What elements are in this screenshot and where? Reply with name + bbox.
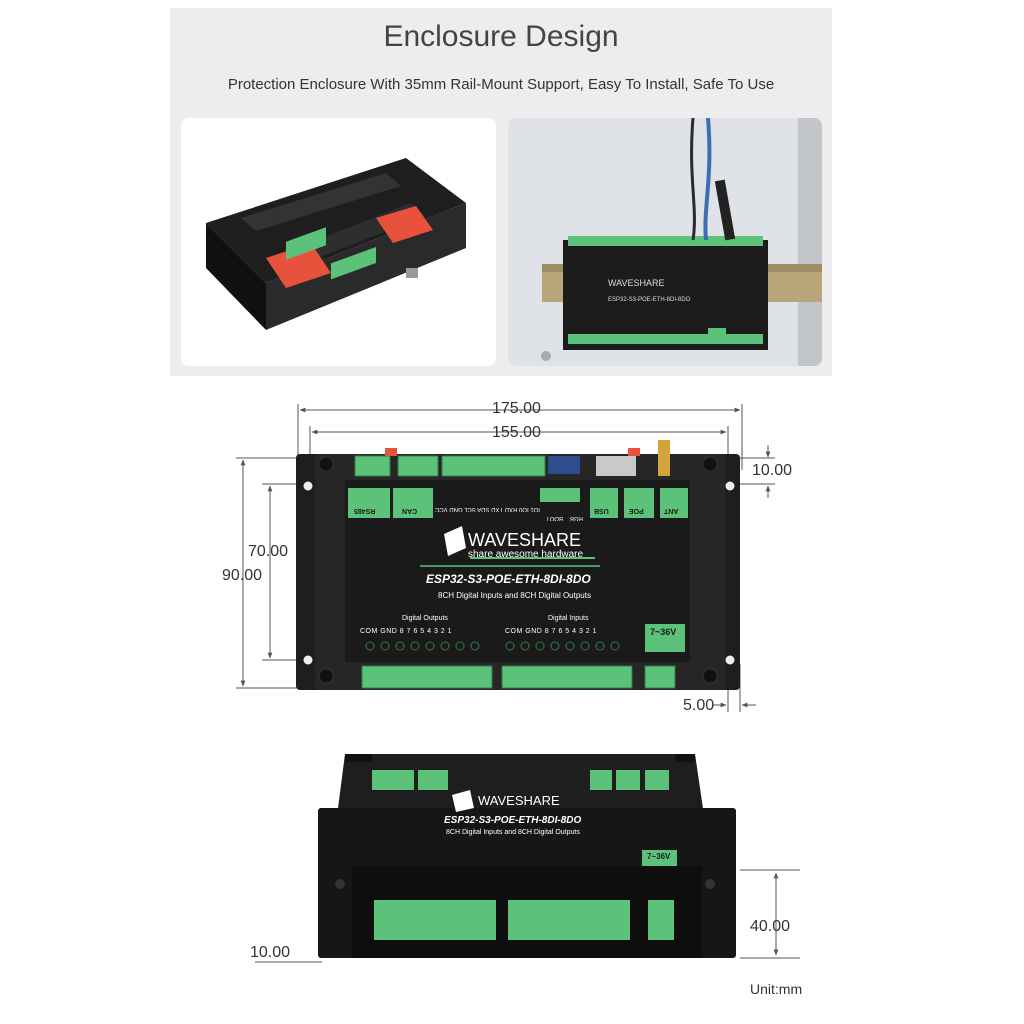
enclosure-perspective-view [318,754,736,958]
power-label-box [645,624,685,652]
port-label-boot: BOOT [546,515,564,521]
top-connectors [385,440,670,476]
board-description: 8CH Digital Inputs and 8CH Digital Outpu… [438,591,591,600]
page-title: Enclosure Design [383,20,619,53]
pin-row: IO1 IO0 RXD TXD SDA SCL GND VCC [435,506,541,512]
dim-hole-height: 70.00 [248,543,289,560]
terminal-screws [365,641,620,651]
enclosure-back-illustration [206,158,466,330]
page-subtitle: Protection Enclosure With 35mm Rail-Moun… [227,76,775,93]
inputs-label: Digital Inputs [548,615,589,622]
brand-tagline: share awesome hardware [468,549,584,560]
photo-enclosure-back [181,118,496,366]
photo-rail-mounted: WAVESHARE ESP32-S3-POE-ETH-8DI-8DO [508,118,822,366]
port-label-can: CAN [402,507,418,514]
top-terminal-blocks [354,455,546,477]
port-label-usb: USB [594,507,609,514]
port-label-poe: POE [629,507,644,514]
perspective-board-model: ESP32-S3-POE-ETH-8DI-8DO [444,815,582,826]
svg-text:ESP32-S3-POE-ETH-8DI-8DO: ESP32-S3-POE-ETH-8DI-8DO [608,297,691,303]
port-label-ant: ANT [664,507,679,514]
perspective-board-description: 8CH Digital Inputs and 8CH Digital Outpu… [446,829,580,836]
rail-mounted-illustration: WAVESHARE ESP32-S3-POE-ETH-8DI-8DO [508,118,822,366]
perspective-brand-name: WAVESHARE [478,793,560,808]
outputs-terminal-row: COM GND 8 7 6 5 4 3 2 1 [360,628,453,635]
perspective-power-label: 7~36V [647,852,671,861]
port-label-rgb: RGB [570,515,584,521]
dim-edge-offset: 10.00 [752,462,793,479]
unit-label: Unit:mm [750,981,803,997]
outputs-label: Digital Outputs [402,615,448,622]
dim-depth: 40.00 [750,918,791,935]
dim-base-offset: 10.00 [250,944,291,961]
dimension-lines [236,404,775,712]
port-label-strip [348,488,688,518]
power-label: 7~36V [650,627,677,637]
svg-text:WAVESHARE: WAVESHARE [608,278,665,288]
board-model: ESP32-S3-POE-ETH-8DI-8DO [426,572,591,586]
dim-total-height: 90.00 [222,567,263,584]
bottom-terminal-blocks [361,665,676,689]
port-label-rs485: RS485 [354,507,376,514]
dim-hole-width: 155.00 [492,424,541,441]
brand-name: WAVESHARE [468,530,582,550]
dim-side-offset: 5.00 [683,697,715,714]
perspective-dimension-lines [255,869,800,963]
waveshare-logo-icon [420,526,600,567]
inputs-terminal-row: COM GND 8 7 6 5 4 3 2 1 [505,628,598,635]
dim-total-width: 175.00 [492,400,541,417]
